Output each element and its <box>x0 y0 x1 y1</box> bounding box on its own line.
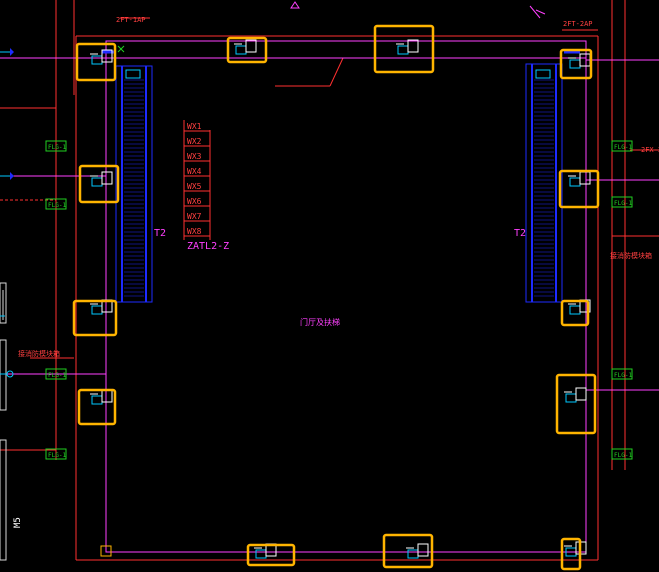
highlight-box[interactable] <box>75 42 117 82</box>
red-left-note: 接消防模块箱 <box>18 349 60 358</box>
highlight-box[interactable] <box>72 299 118 337</box>
highlight-box[interactable] <box>558 169 600 209</box>
tag-right-col: T2 <box>514 228 526 239</box>
highlight-boxes[interactable] <box>72 24 600 571</box>
device-symbol <box>406 543 429 559</box>
highlight-box[interactable] <box>382 533 434 569</box>
top-right-tag: 2FT-2AP <box>563 20 593 28</box>
green-tag-right-4: FLG-1 <box>614 452 632 459</box>
green-tag-left-3: FLG-1 <box>48 372 66 379</box>
green-tag-left-2: FLG-1 <box>48 202 66 209</box>
device-symbol <box>396 39 419 55</box>
device-symbol <box>564 387 587 403</box>
device-symbols <box>90 39 591 559</box>
center-text: 门厅及扶梯 <box>300 317 340 327</box>
room-boundary <box>0 40 659 553</box>
highlight-box[interactable] <box>226 36 268 64</box>
highlight-box[interactable] <box>560 537 582 571</box>
m5-label: M5 <box>13 517 23 528</box>
device-symbol <box>564 541 587 557</box>
green-tag-left-1: FLG-1 <box>48 144 66 151</box>
wx-label-3: WX3 <box>187 152 202 161</box>
device-symbol <box>568 53 591 69</box>
highlight-box[interactable] <box>555 373 597 435</box>
escalator-right-tag <box>535 69 551 79</box>
wx-label-2: WX2 <box>187 137 202 146</box>
highlight-box[interactable] <box>560 299 590 327</box>
green-tag-right-1: FLG-1 <box>614 144 632 151</box>
highlight-box[interactable] <box>246 543 296 567</box>
green-tags-right: FLG-1 FLG-1 FLG-1 FLG-1 <box>611 140 633 460</box>
highlight-box[interactable] <box>559 48 593 80</box>
green-tag-left-4: FLG-1 <box>48 452 66 459</box>
green-tag-right-2: FLG-1 <box>614 200 632 207</box>
escalator-left <box>115 65 153 303</box>
connector-stubs <box>0 48 580 378</box>
left-equipment-column <box>0 282 7 561</box>
green-tags-left: FLG-1 FLG-1 FLG-1 FLG-1 <box>45 140 67 460</box>
highlight-box[interactable] <box>373 24 435 74</box>
green-tag-right-3: FLG-1 <box>614 372 632 379</box>
wx-label-5: WX5 <box>187 182 202 191</box>
zone-label: ZATL2-Z <box>187 241 229 252</box>
escalator-left-tag <box>125 69 141 79</box>
highlight-box[interactable] <box>77 388 117 426</box>
device-symbol <box>90 171 113 187</box>
device-symbol <box>234 39 257 55</box>
wx-label-6: WX6 <box>187 197 202 206</box>
wx-label-ladder: WX1 WX2 WX3 WX4 WX5 WX6 WX7 WX8 <box>183 120 211 240</box>
top-left-tag: 2FT-1AP <box>116 16 146 24</box>
top-markers <box>117 1 546 53</box>
device-symbol <box>568 171 591 187</box>
escalator-right <box>525 63 563 303</box>
corner-marker <box>100 545 112 557</box>
device-symbol <box>90 389 113 405</box>
wx-label-8: WX8 <box>187 227 202 236</box>
tag-left-col: T2 <box>154 228 166 239</box>
highlight-box[interactable] <box>78 164 120 204</box>
wx-label-7: WX7 <box>187 212 202 221</box>
wx-label-4: WX4 <box>187 167 202 176</box>
device-symbol <box>90 49 113 65</box>
wx-label-1: WX1 <box>187 122 202 131</box>
right-edge-tag: 2FX-3 <box>641 146 659 154</box>
red-right-note: 接消防模块箱 <box>610 251 652 260</box>
